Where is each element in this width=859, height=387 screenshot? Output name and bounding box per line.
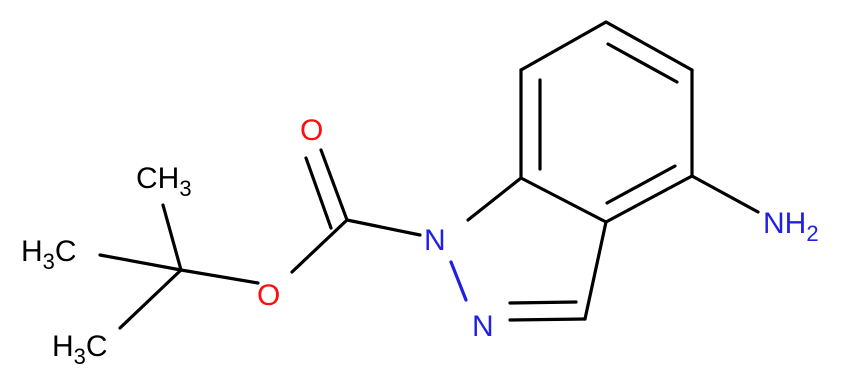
atom-o-carbonyl: O <box>300 114 323 147</box>
atom-labels: O O N N NH2 CH3 H3C H3C <box>21 114 819 369</box>
bond-cq-ch3-bottom <box>118 268 183 330</box>
bond-c6-c5-inner <box>606 42 679 84</box>
bond-cq-ch3-top <box>161 203 183 272</box>
methyl-left-subscript: 3 <box>43 249 55 274</box>
atom-amine: NH2 <box>763 207 819 246</box>
bond-cq-ch3-left <box>98 253 183 272</box>
bond-carbonyl-o-double-b <box>304 156 333 230</box>
methyl-top-label: CH <box>136 162 179 195</box>
bond-c4-c3a <box>604 174 694 224</box>
methyl-left-c: C <box>55 235 77 268</box>
bond-carbonyl-o-ester <box>290 218 349 274</box>
atom-methyl-top: CH3 <box>136 162 192 201</box>
bond-c4-n-amine <box>690 174 760 214</box>
methyl-bottom-h: H <box>52 330 74 363</box>
atom-n2: N <box>472 310 494 343</box>
atom-methyl-left: H3C <box>21 235 77 274</box>
methyl-bottom-subscript: 3 <box>74 344 86 369</box>
atom-methyl-bottom: H3C <box>52 330 108 369</box>
bond-c3-n2 <box>508 317 587 322</box>
bond-n1-c-carbonyl <box>345 218 422 237</box>
methyl-bottom-c: C <box>86 330 108 363</box>
methyl-top-subscript: 3 <box>179 176 191 201</box>
bond-c3-n2-inner <box>508 300 578 305</box>
bond-c3a-c3 <box>583 220 608 321</box>
bond-n2-n1 <box>449 260 468 302</box>
bonds <box>98 20 760 330</box>
amine-subscript: 2 <box>806 221 818 246</box>
bond-n1-c7a <box>466 176 523 222</box>
bond-c3a-c7a <box>519 176 608 224</box>
atom-o-ester: O <box>257 279 280 312</box>
bond-carbonyl-o-double-a <box>319 148 349 222</box>
methyl-left-h: H <box>21 235 43 268</box>
bond-c7-c6 <box>519 20 608 72</box>
bond-c6-c5 <box>604 20 694 72</box>
bond-c4-c3a-inner <box>605 164 677 205</box>
bond-o-ester-cq <box>179 268 260 285</box>
atom-n1: N <box>424 224 446 257</box>
amine-label: NH <box>763 207 806 240</box>
